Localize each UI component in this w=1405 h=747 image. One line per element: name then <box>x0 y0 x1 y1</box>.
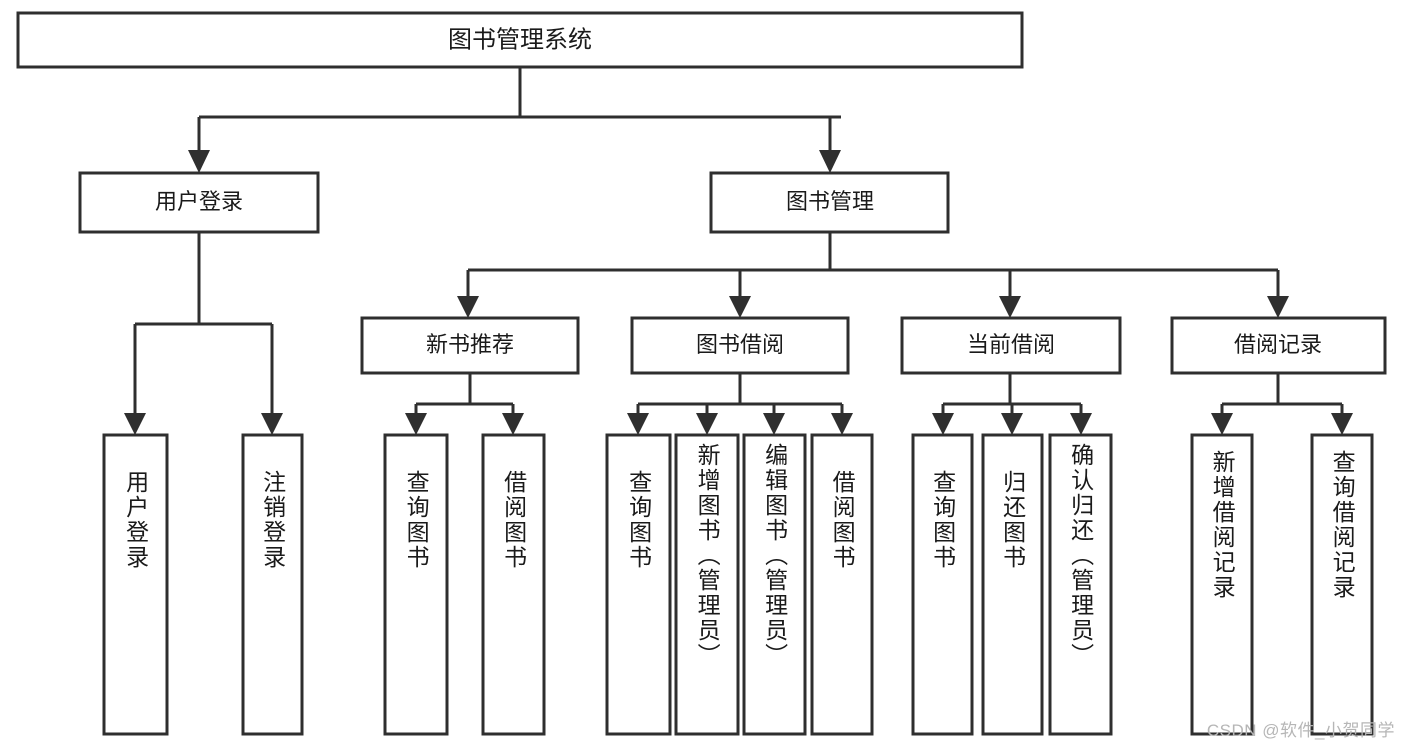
arrow-head-leaf-add-book-admin <box>696 413 718 435</box>
node-current-borrow-box <box>900 316 1122 375</box>
node-book-borrow-label: 图书借阅 <box>696 332 784 357</box>
connector-group-new-book-recommend <box>405 373 524 435</box>
arrow-head-leaf-confirm-return-admin <box>1070 413 1092 435</box>
node-user-login-box <box>78 171 320 234</box>
arrow-head-current-borrow <box>999 296 1021 318</box>
leaf-box-query-book-borrow[interactable] <box>605 433 672 736</box>
leaf-box-edit-book-admin[interactable] <box>742 433 807 736</box>
arrow-head-leaf-borrow-book <box>831 413 853 435</box>
connector-group-root <box>188 67 841 173</box>
arrow-head-new-book-recommend <box>457 296 479 318</box>
leaf-box-borrow-book-new[interactable] <box>481 433 546 736</box>
node-root-system[interactable]: 图书管理系统 <box>16 11 1024 69</box>
connector-group-user-login <box>124 232 283 435</box>
arrow-head-book-manage <box>819 150 841 173</box>
arrow-head-leaf-query-book-new <box>405 413 427 435</box>
leaf-box-add-book-admin[interactable] <box>674 433 740 736</box>
node-user-login[interactable]: 用户登录 <box>78 171 320 234</box>
leaf-boxes <box>102 433 1374 736</box>
arrow-head-leaf-borrow-book-new <box>502 413 524 435</box>
arrow-head-leaf-add-borrow-record <box>1211 413 1233 435</box>
arrow-head-leaf-user-logout <box>261 413 283 435</box>
connector-group-book-manage <box>457 232 1289 318</box>
node-book-manage-box <box>709 171 950 234</box>
node-new-book-recommend-label: 新书推荐 <box>426 332 514 357</box>
node-current-borrow[interactable]: 当前借阅 <box>900 316 1122 375</box>
leaf-box-user-logout[interactable] <box>241 433 304 736</box>
arrow-head-leaf-edit-book-admin <box>763 413 785 435</box>
connector-group-borrow-record <box>1211 373 1353 435</box>
node-current-borrow-label: 当前借阅 <box>967 332 1055 357</box>
arrow-head-leaf-return-book <box>1001 413 1023 435</box>
connector-group-book-borrow <box>627 373 853 435</box>
node-borrow-record-label: 借阅记录 <box>1234 332 1322 357</box>
node-new-book-recommend-box <box>360 316 580 375</box>
leaf-box-query-book-new[interactable] <box>383 433 449 736</box>
arrow-head-leaf-query-book-current <box>932 413 954 435</box>
connector-group-current-borrow <box>932 373 1092 435</box>
node-book-borrow-box <box>630 316 850 375</box>
leaf-box-borrow-book[interactable] <box>810 433 874 736</box>
node-borrow-record[interactable]: 借阅记录 <box>1170 316 1387 375</box>
leaf-box-add-borrow-record[interactable] <box>1190 433 1254 736</box>
leaf-box-query-borrow-record[interactable] <box>1310 433 1374 736</box>
node-book-manage-label: 图书管理 <box>786 189 874 214</box>
node-book-manage[interactable]: 图书管理 <box>709 171 950 234</box>
arrow-head-book-borrow <box>729 296 751 318</box>
arrow-head-borrow-record <box>1267 296 1289 318</box>
node-new-book-recommend[interactable]: 新书推荐 <box>360 316 580 375</box>
node-book-borrow[interactable]: 图书借阅 <box>630 316 850 375</box>
leaf-box-confirm-return-admin[interactable] <box>1048 433 1113 736</box>
node-root-label: 图书管理系统 <box>448 26 592 53</box>
node-borrow-record-box <box>1170 316 1387 375</box>
arrow-head-leaf-user-login <box>124 413 146 435</box>
node-root-box <box>16 11 1024 69</box>
leaf-box-query-book-current[interactable] <box>911 433 974 736</box>
arrow-head-user-login <box>188 150 210 173</box>
leaf-box-return-book[interactable] <box>981 433 1044 736</box>
arrow-head-leaf-query-borrow-record <box>1331 413 1353 435</box>
arrow-head-leaf-query-book-borrow <box>627 413 649 435</box>
node-user-login-label: 用户登录 <box>155 189 243 214</box>
leaf-box-user-login[interactable] <box>102 433 169 736</box>
